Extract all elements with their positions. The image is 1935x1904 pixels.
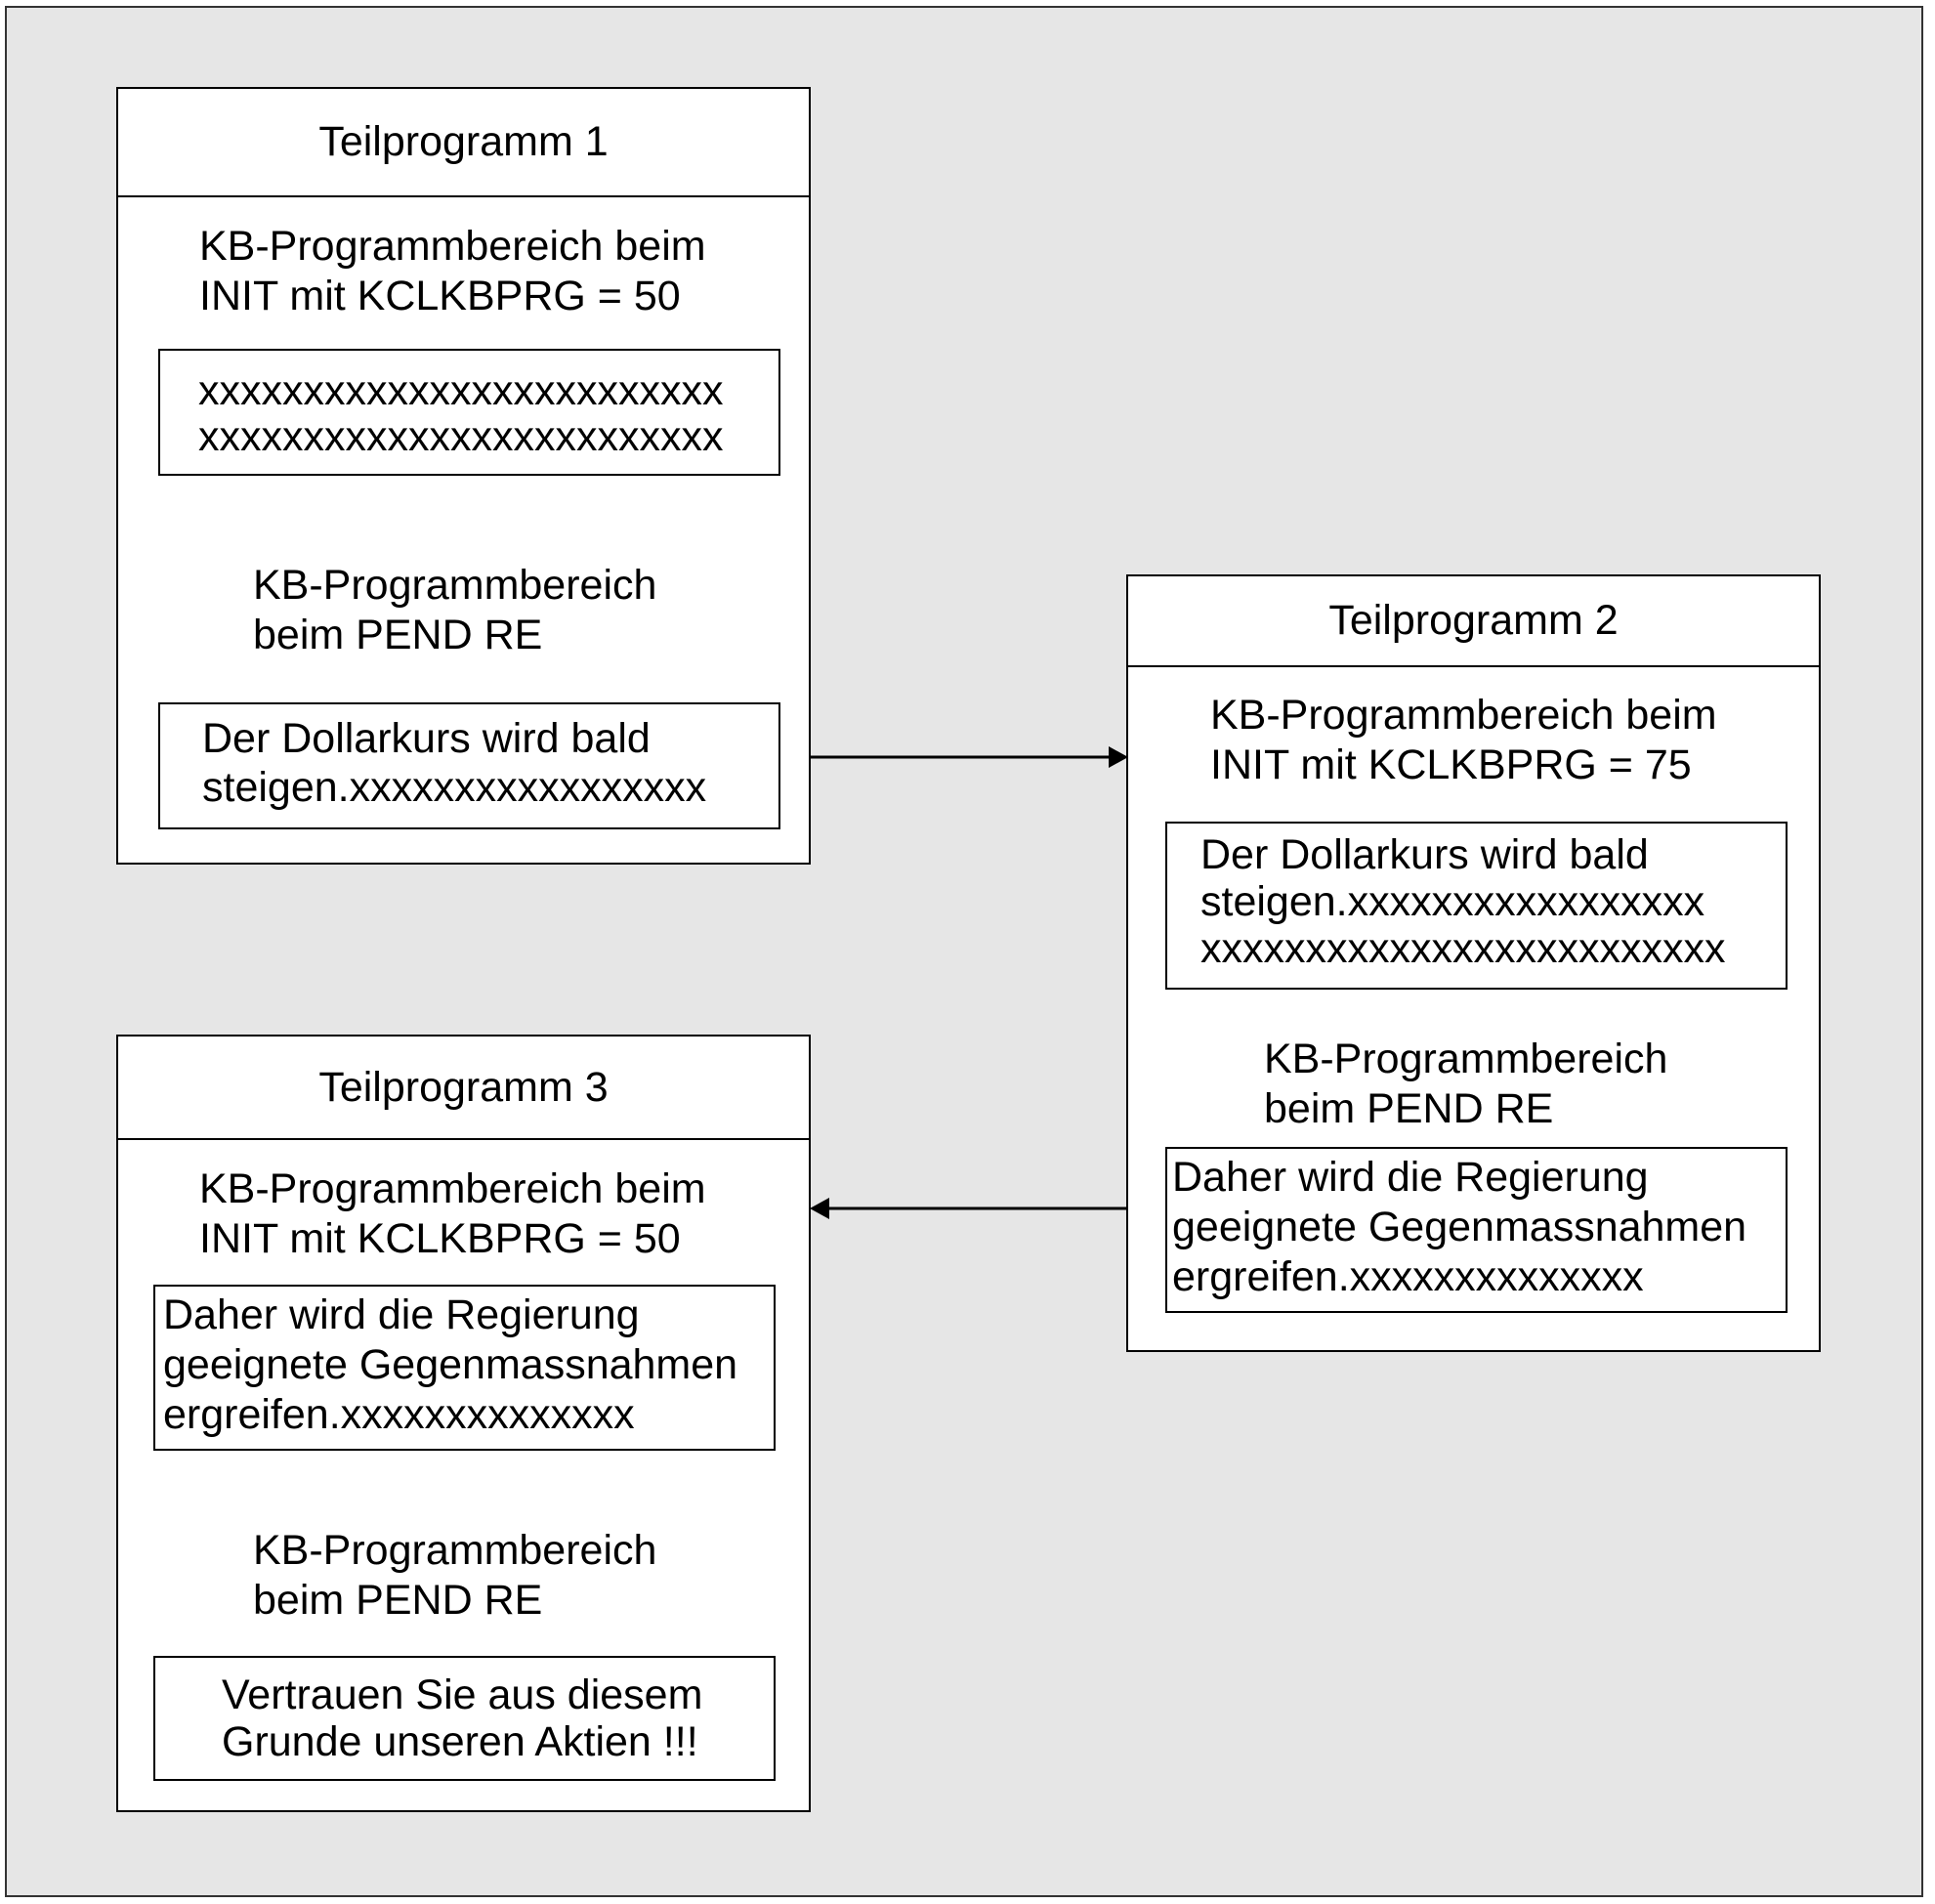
program-2-init-area: Der Dollarkurs wird bald steigen.xxxxxxx… bbox=[1165, 822, 1788, 990]
program-3-pend-label: KB-Programmbereich beim PEND RE bbox=[253, 1527, 657, 1624]
program-1-init-label: KB-Programmbereich beim INIT mit KCLKBPR… bbox=[199, 223, 706, 319]
program-2-pend-content: Daher wird die Regierung geeignete Gegen… bbox=[1172, 1154, 1747, 1300]
program-2-init-content: Der Dollarkurs wird bald steigen.xxxxxxx… bbox=[1200, 831, 1726, 972]
program-2-init-label: KB-Programmbereich beim INIT mit KCLKBPR… bbox=[1210, 692, 1717, 788]
arrow-program-1-to-2 bbox=[811, 746, 1128, 768]
program-3-title: Teilprogramm 3 bbox=[118, 1037, 809, 1140]
program-1-init-area: xxxxxxxxxxxxxxxxxxxxxxxxx xxxxxxxxxxxxxx… bbox=[158, 349, 780, 476]
program-2-title: Teilprogramm 2 bbox=[1128, 576, 1819, 667]
program-2-pend-area: Daher wird die Regierung geeignete Gegen… bbox=[1165, 1147, 1788, 1313]
program-2-pend-label: KB-Programmbereich beim PEND RE bbox=[1264, 1036, 1668, 1132]
program-1-panel: Teilprogramm 1 KB-Programmbereich beim I… bbox=[116, 87, 811, 865]
program-1-init-content: xxxxxxxxxxxxxxxxxxxxxxxxx xxxxxxxxxxxxxx… bbox=[198, 367, 724, 460]
program-3-pend-area: Vertrauen Sie aus diesem Grunde unseren … bbox=[153, 1656, 776, 1781]
program-3-init-area: Daher wird die Regierung geeignete Gegen… bbox=[153, 1285, 776, 1451]
program-3-panel: Teilprogramm 3 KB-Programmbereich beim I… bbox=[116, 1035, 811, 1812]
program-1-pend-label: KB-Programmbereich beim PEND RE bbox=[253, 562, 657, 658]
program-3-init-label: KB-Programmbereich beim INIT mit KCLKBPR… bbox=[199, 1165, 706, 1262]
program-1-pend-content: Der Dollarkurs wird bald steigen.xxxxxxx… bbox=[202, 715, 707, 811]
program-3-pend-content: Vertrauen Sie aus diesem Grunde unseren … bbox=[222, 1671, 703, 1765]
program-2-panel: Teilprogramm 2 KB-Programmbereich beim I… bbox=[1126, 574, 1821, 1352]
program-1-title: Teilprogramm 1 bbox=[118, 89, 809, 197]
arrow-program-2-to-3 bbox=[810, 1198, 1126, 1219]
program-1-pend-area: Der Dollarkurs wird bald steigen.xxxxxxx… bbox=[158, 702, 780, 829]
program-3-init-content: Daher wird die Regierung geeignete Gegen… bbox=[163, 1291, 738, 1438]
